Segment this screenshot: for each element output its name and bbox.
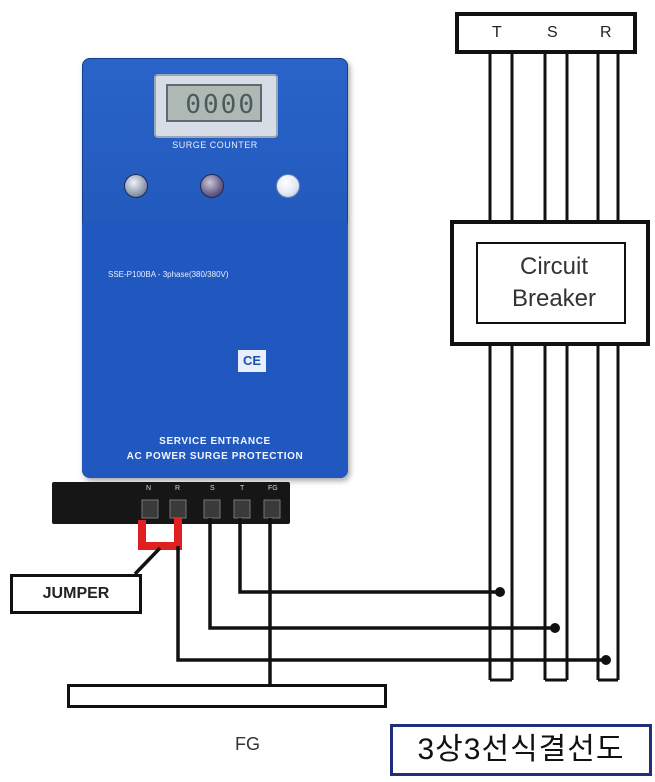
breaker-label-line1: Circuit <box>519 253 588 280</box>
jumper-label: JUMPER <box>10 574 142 614</box>
surge-counter-label: SURGE COUNTER <box>172 140 258 150</box>
terminal-label-r: R <box>175 485 181 492</box>
service-entrance-label: SERVICE ENTRANCE <box>159 436 271 447</box>
knob-icon <box>200 174 224 198</box>
terminal-label-fg: FG <box>268 485 278 492</box>
supply-phase-box: T S R <box>455 12 637 54</box>
device-lower-panel <box>82 223 348 478</box>
phase-r-label: R <box>600 24 612 41</box>
terminal-label-t: T <box>240 485 245 492</box>
circuit-breaker-inner <box>476 242 626 324</box>
surge-counter-display: 0000 <box>154 74 278 138</box>
circuit-breaker-box: Circuit Breaker <box>450 220 650 346</box>
terminal-label-s: S <box>210 485 215 492</box>
ground-bar <box>67 684 387 708</box>
jumper-wire <box>138 518 182 550</box>
surge-protector-device: 0000 SURGE COUNTER SSE-P100BA - 3phase(3… <box>82 58 348 478</box>
counter-value: 0000 <box>166 84 262 122</box>
fg-label: FG <box>235 734 260 754</box>
phase-t-label: T <box>492 24 502 41</box>
ce-mark: CE <box>238 350 266 372</box>
indicator-lamp-icon <box>276 174 300 198</box>
diagram-title: 3상3선식결선도 <box>390 724 652 776</box>
phase-s-label: S <box>547 24 558 41</box>
breaker-label-line2: Breaker <box>511 285 597 312</box>
knob-icon <box>124 174 148 198</box>
surge-protection-label: AC POWER SURGE PROTECTION <box>126 451 304 462</box>
model-label: SSE-P100BA - 3phase(380/380V) <box>108 270 229 279</box>
terminal-label-n: N <box>146 485 152 492</box>
phase-bus-lines <box>488 54 620 682</box>
